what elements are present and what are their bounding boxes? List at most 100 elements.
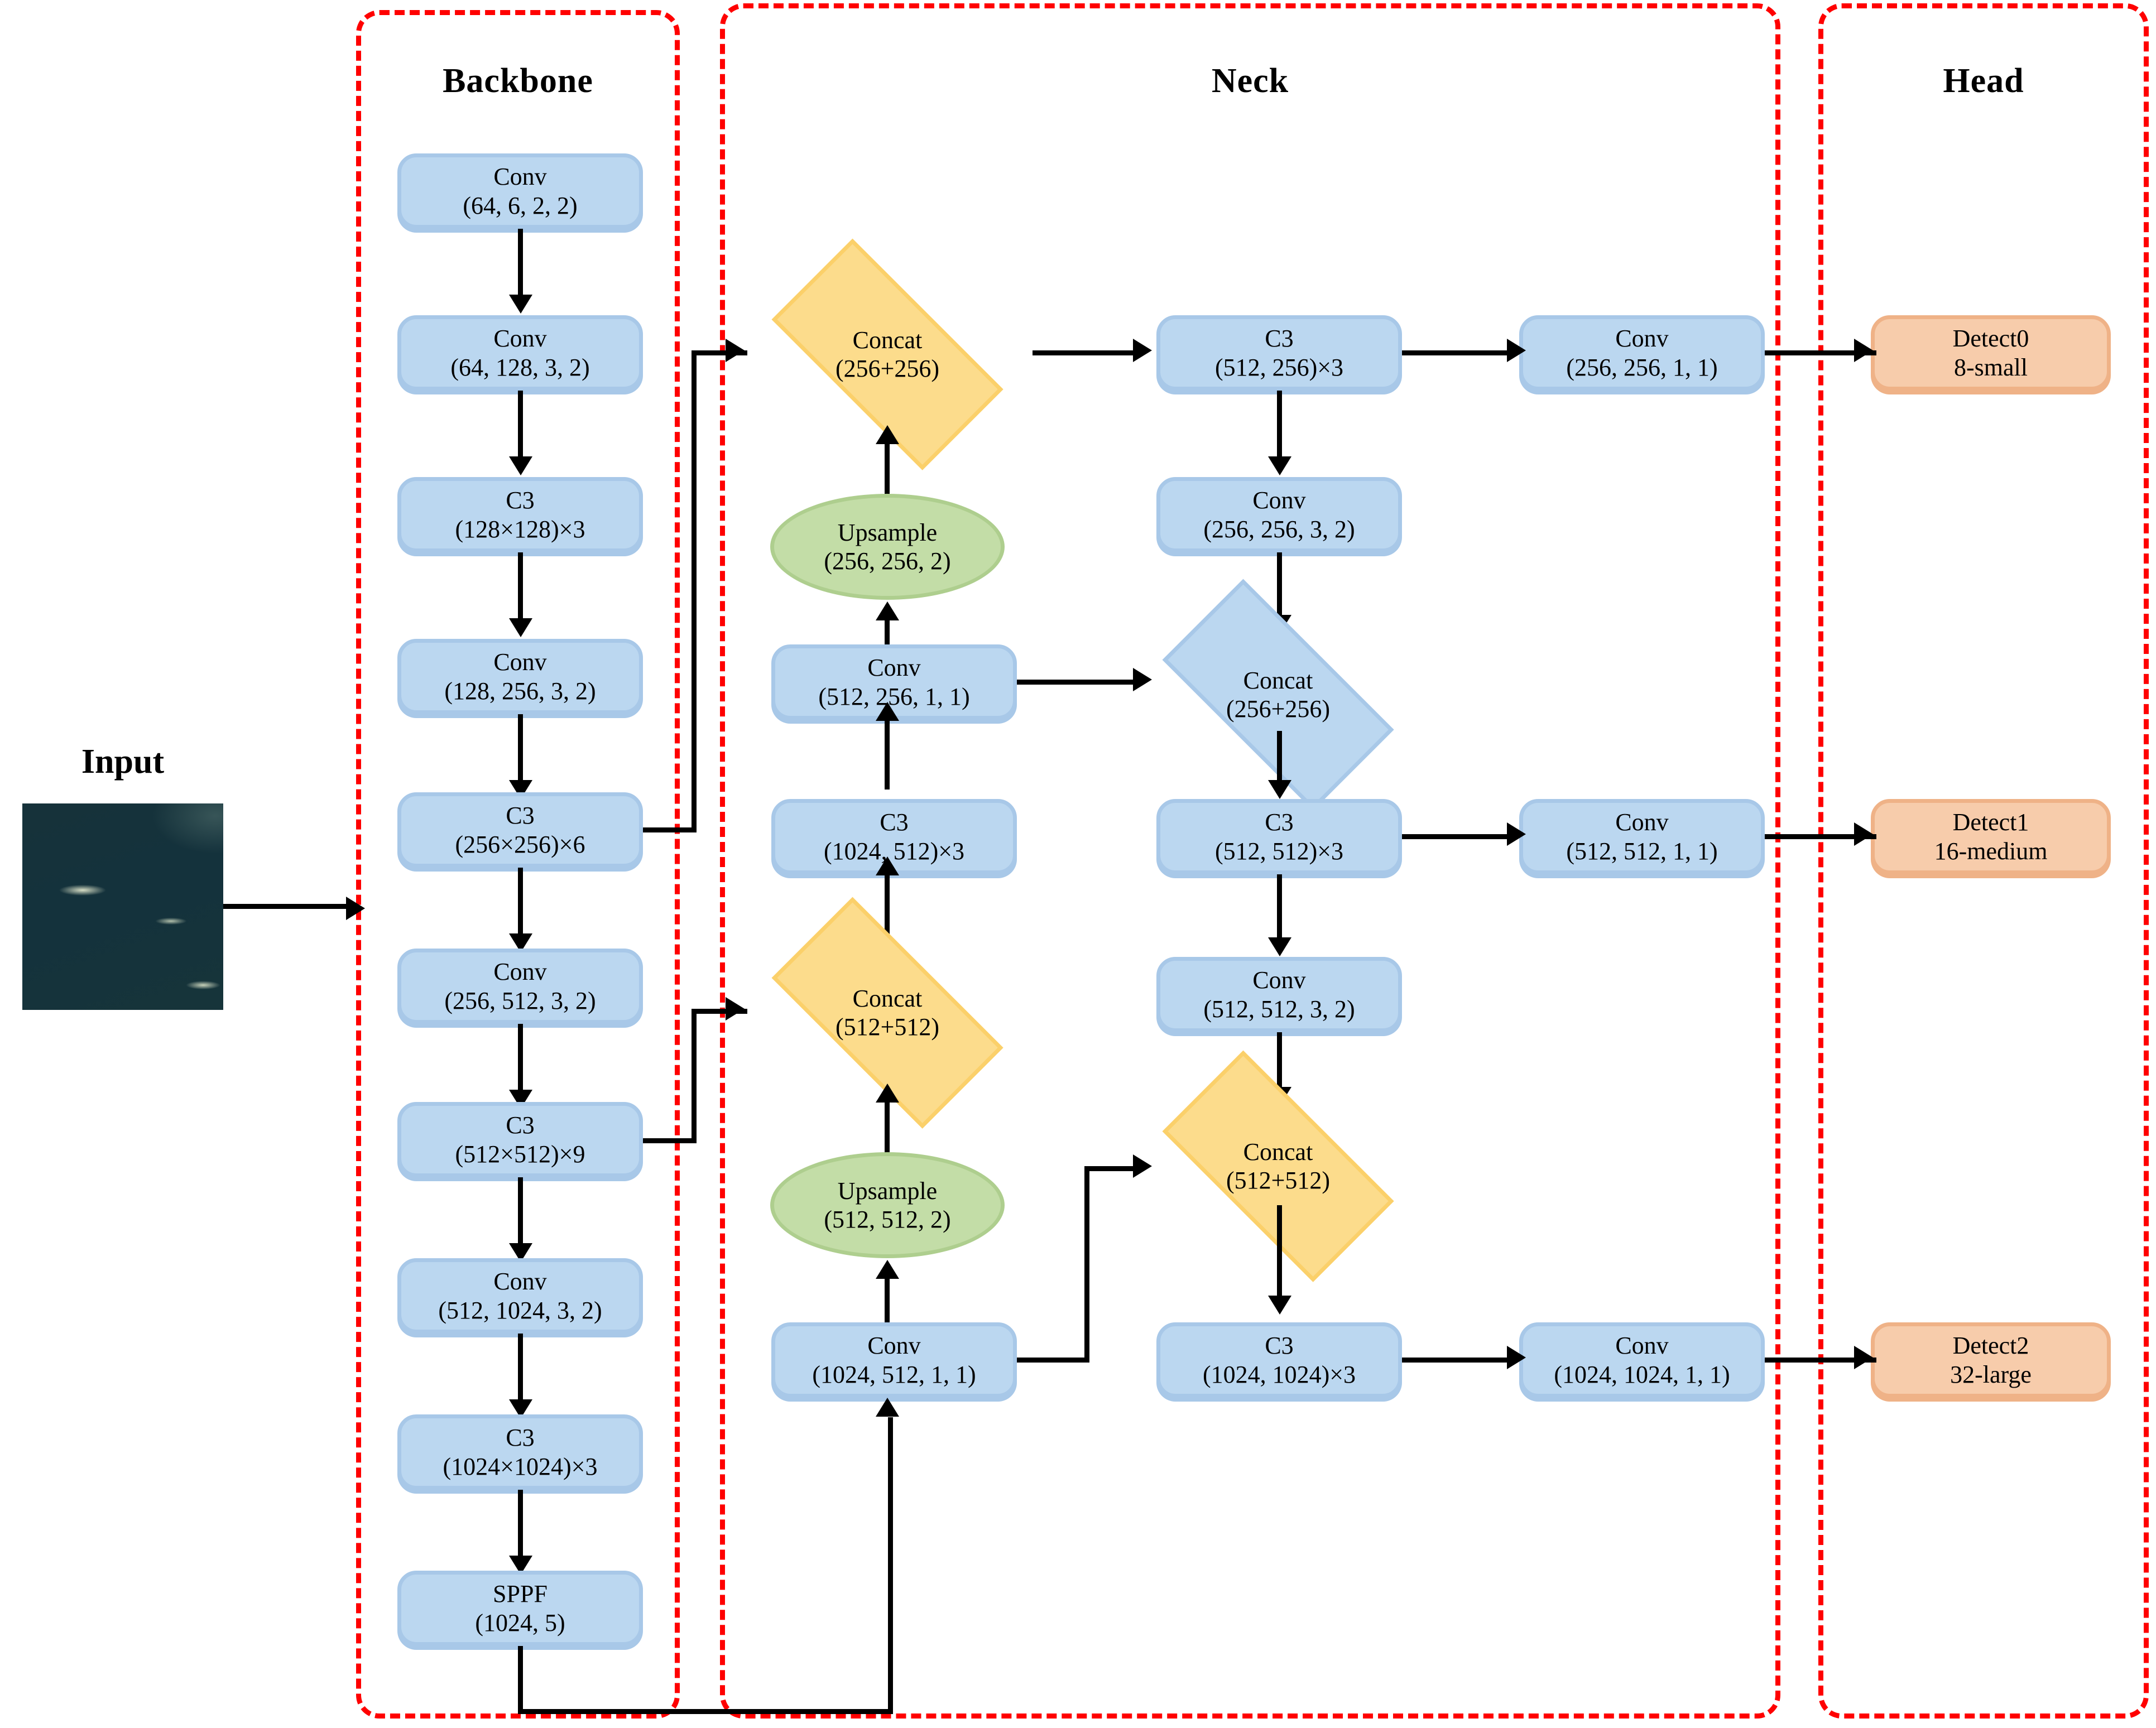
arrowhead-outconv1-to-detect1 bbox=[1854, 822, 1873, 846]
input-to-backbone-line bbox=[223, 904, 357, 909]
node-type: Conv bbox=[1615, 808, 1669, 836]
edge-c3-1024-to-outconv2 bbox=[1402, 1358, 1514, 1363]
neck-node-out-conv-256[interactable]: Conv (256, 256, 1, 1) bbox=[1519, 315, 1765, 391]
node-params: (128×128)×3 bbox=[455, 515, 585, 543]
node-params: (1024, 512, 1, 1) bbox=[812, 1360, 976, 1388]
node-type: Detect0 bbox=[1952, 325, 2029, 353]
neck-edge-r0 bbox=[1277, 391, 1282, 460]
node-params: (64, 6, 2, 2) bbox=[463, 191, 578, 219]
backbone-node-c3-2[interactable]: C3 (128×128)×3 bbox=[397, 477, 643, 552]
backbone-edge-5 bbox=[518, 1024, 523, 1094]
node-type: C3 bbox=[506, 1111, 535, 1139]
node-type: Detect1 bbox=[1952, 808, 2029, 836]
backbone-node-conv-3[interactable]: Conv (128, 256, 3, 2) bbox=[397, 639, 643, 714]
node-params: (256+256) bbox=[835, 355, 940, 382]
node-type: Conv bbox=[493, 163, 547, 191]
backbone-edge-0 bbox=[518, 229, 523, 299]
neck-node-c3-512-256[interactable]: C3 (512, 256)×3 bbox=[1156, 315, 1402, 391]
neck-arrowhead-r0 bbox=[1268, 456, 1291, 475]
arrowhead-c3-512-to-outconv1 bbox=[1507, 822, 1526, 846]
backbone-arrowhead-2 bbox=[509, 618, 532, 637]
sppf-riser bbox=[888, 1417, 893, 1712]
neck-node-c3-1024-1024[interactable]: C3 (1024, 1024)×3 bbox=[1156, 1322, 1402, 1398]
neck-node-out-conv-1024[interactable]: Conv (1024, 1024, 1, 1) bbox=[1519, 1322, 1765, 1398]
neck-edge-upsample0-to-concat0 bbox=[885, 444, 890, 505]
input-to-backbone-arrowhead bbox=[346, 897, 365, 920]
arrowhead-conv512-to-concatright0 bbox=[1133, 668, 1152, 691]
backbone-title: Backbone bbox=[443, 62, 593, 100]
backbone-edge-2 bbox=[518, 552, 523, 622]
node-params: (512, 512, 3, 2) bbox=[1203, 995, 1355, 1023]
skip-c3-256-to-concat0 bbox=[692, 350, 747, 355]
backbone-edge-8 bbox=[518, 1490, 523, 1559]
neck-node-c3-512-512[interactable]: C3 (512, 512)×3 bbox=[1156, 799, 1402, 874]
neck-node-concat-256[interactable]: Concat (256+256) bbox=[742, 238, 1033, 470]
edge-c3-512-to-outconv1 bbox=[1402, 834, 1514, 839]
backbone-node-sppf-9[interactable]: SPPF (1024, 5) bbox=[397, 1571, 643, 1646]
arrowhead-c3-to-outconv0 bbox=[1507, 339, 1526, 362]
neck-arrowhead-r3 bbox=[1268, 937, 1291, 956]
node-params: (256, 256, 3, 2) bbox=[1203, 515, 1355, 543]
neck-node-conv-512-512-3-2[interactable]: Conv (512, 512, 3, 2) bbox=[1156, 957, 1402, 1032]
backbone-node-c3-6[interactable]: C3 (512×512)×9 bbox=[397, 1102, 643, 1177]
neck-arrowhead-r5 bbox=[1268, 1296, 1291, 1315]
skip-arrowhead-c3-256 bbox=[726, 339, 745, 362]
skip-c3-256-riser bbox=[692, 350, 697, 830]
backbone-node-conv-0[interactable]: Conv (64, 6, 2, 2) bbox=[397, 153, 643, 229]
neck-node-concat-256-right[interactable]: Concat (256+256) bbox=[1133, 579, 1423, 811]
neck-edge-conv512-to-upsample0 bbox=[885, 619, 890, 667]
head-node-detect2[interactable]: Detect2 32-large bbox=[1871, 1322, 2111, 1398]
node-type: Detect2 bbox=[1952, 1332, 2029, 1360]
backbone-node-conv-1[interactable]: Conv (64, 128, 3, 2) bbox=[397, 315, 643, 391]
node-params: (512, 256)×3 bbox=[1214, 353, 1344, 381]
node-type: SPPF bbox=[493, 1580, 548, 1608]
neck-node-concat-512-right[interactable]: Concat (512+512) bbox=[1133, 1050, 1423, 1282]
node-params: 32-large bbox=[1950, 1360, 2032, 1388]
arrowhead-outconv0-to-detect0 bbox=[1854, 339, 1873, 362]
sppf-run bbox=[518, 1709, 893, 1714]
backbone-node-conv-5[interactable]: Conv (256, 512, 3, 2) bbox=[397, 949, 643, 1024]
skip-c3-512-to-concat1 bbox=[692, 1009, 747, 1014]
node-params: (512, 512, 2) bbox=[824, 1206, 951, 1233]
sppf-arrowhead bbox=[876, 1398, 899, 1417]
node-type: C3 bbox=[1265, 808, 1294, 836]
head-node-detect0[interactable]: Detect0 8-small bbox=[1871, 315, 2111, 391]
backbone-node-c3-4[interactable]: C3 (256×256)×6 bbox=[397, 792, 643, 868]
backbone-node-conv-7[interactable]: Conv (512, 1024, 3, 2) bbox=[397, 1258, 643, 1334]
node-type: C3 bbox=[506, 487, 535, 514]
input-label: Input bbox=[81, 743, 165, 781]
neck-edge-upsample1-to-concat1 bbox=[885, 1102, 890, 1163]
arrowhead-concat0-to-c3 bbox=[1133, 339, 1152, 362]
neck-edge-concat1-to-c3 bbox=[885, 874, 890, 941]
node-params: 16-medium bbox=[1934, 837, 2048, 865]
edge-conv1024-out bbox=[1017, 1358, 1089, 1363]
skip-c3-512-riser bbox=[692, 1009, 697, 1141]
node-type: Upsample bbox=[837, 1177, 938, 1205]
node-params: (256×256)×6 bbox=[455, 830, 585, 858]
neck-arrowhead-r2 bbox=[1268, 780, 1291, 799]
neck-node-conv-1024-512[interactable]: Conv (1024, 512, 1, 1) bbox=[771, 1322, 1017, 1398]
skip-c3-256-out bbox=[643, 827, 697, 832]
node-type: C3 bbox=[1265, 325, 1294, 353]
neck-node-concat-512[interactable]: Concat (512+512) bbox=[742, 897, 1033, 1129]
neck-node-upsample-256[interactable]: Upsample (256, 256, 2) bbox=[770, 494, 1005, 600]
neck-section-frame bbox=[720, 3, 1780, 1719]
node-params: (512, 512, 1, 1) bbox=[1566, 837, 1718, 865]
backbone-node-c3-8[interactable]: C3 (1024×1024)×3 bbox=[397, 1414, 643, 1490]
backbone-edge-1 bbox=[518, 391, 523, 460]
node-type: Concat bbox=[852, 326, 923, 354]
edge-outconv1-to-detect1 bbox=[1765, 834, 1876, 839]
neck-edge-c3-to-conv512 bbox=[885, 720, 890, 790]
node-params: 8-small bbox=[1954, 353, 2028, 381]
neck-node-upsample-512[interactable]: Upsample (512, 512, 2) bbox=[770, 1152, 1005, 1258]
node-type: Concat bbox=[1243, 666, 1313, 694]
node-params: (1024×1024)×3 bbox=[443, 1452, 598, 1480]
node-type: Conv bbox=[493, 325, 547, 353]
neck-node-out-conv-512[interactable]: Conv (512, 512, 1, 1) bbox=[1519, 799, 1765, 874]
node-type: C3 bbox=[880, 808, 909, 836]
neck-edge-r5 bbox=[1277, 1205, 1282, 1300]
neck-node-conv-256-256-3-2[interactable]: Conv (256, 256, 3, 2) bbox=[1156, 477, 1402, 552]
head-node-detect1[interactable]: Detect1 16-medium bbox=[1871, 799, 2111, 874]
node-params: (512×512)×9 bbox=[455, 1140, 585, 1168]
